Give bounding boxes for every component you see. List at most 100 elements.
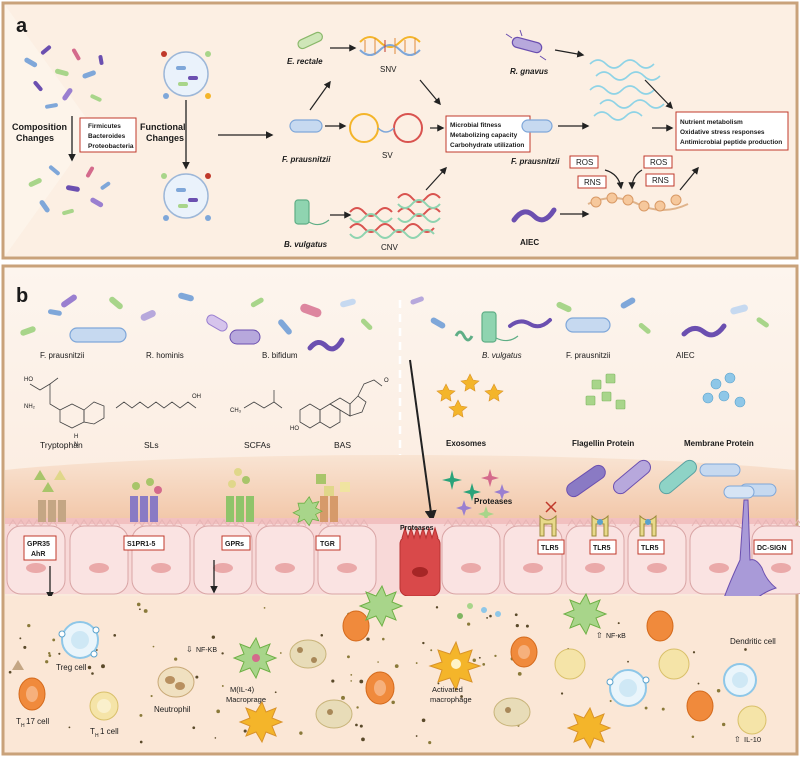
bas-structure [299, 379, 383, 429]
functional-label-2: Changes [146, 133, 184, 143]
scfas-structure [243, 390, 283, 409]
gprs-box [221, 535, 251, 551]
dc-sign-box [753, 539, 793, 555]
cytokine-dot [359, 679, 364, 684]
epithelial-cell [255, 525, 315, 595]
cell-m-il4: M(IL-4) [230, 685, 255, 694]
microvilli [753, 519, 800, 527]
tlr5-receptor-1 [539, 464, 606, 537]
nfkb-up-arrow: ⇧ [596, 631, 603, 640]
chem-label-o: O [384, 378, 389, 384]
epithelial-nucleus [523, 563, 543, 573]
component-flagellin: Flagellin Protein [572, 439, 634, 448]
ros-box-left [569, 155, 599, 169]
cytokine-dot [486, 617, 488, 619]
rns-box-left [577, 175, 607, 189]
m-il4-macrophage [232, 636, 278, 680]
bacteria-cluster-top [24, 45, 104, 109]
epithelial-cell [627, 525, 687, 595]
variation-snv: SNV [380, 65, 397, 74]
proteases-label-lumen: Proteases [474, 497, 513, 506]
cytokine-dot [152, 645, 155, 648]
effect-3: Carbohydrate utilization [450, 142, 524, 149]
sls-structure [115, 401, 197, 409]
cytokine-dot [435, 606, 439, 609]
cytokine-dot [478, 656, 481, 659]
epithelial-nucleus [771, 563, 791, 573]
receptor-gpr35: GPR35 [27, 541, 50, 548]
s1pr-box [123, 535, 165, 551]
panel-b-letter: b [16, 285, 28, 307]
bacteria-right-f-prausnitzii: F. prausnitzii [566, 351, 611, 360]
cell-nfkb-up: NF-κB [606, 633, 626, 640]
receptor-gprs: GPRs [225, 541, 244, 548]
lumen-bacteria-left [20, 292, 373, 352]
protease-stars [442, 469, 510, 522]
metabolite-sls: SLs [144, 440, 159, 450]
b-vulgatus-bacterium [294, 199, 310, 225]
epithelial-nucleus [337, 563, 357, 573]
epithelial-nucleus [585, 563, 605, 573]
membrane-chain [587, 192, 689, 212]
cytokine-dot [377, 661, 379, 663]
cytokine-dot [320, 633, 324, 637]
cell-activated-macrophage: macrophage [430, 695, 472, 704]
rns-box-right [645, 173, 675, 187]
panel-b: b F. prausnitzii R. hominis B. bifidum [1, 264, 800, 756]
cytokine-dot [8, 670, 12, 674]
cytokine-dot [691, 735, 695, 738]
composition-label-2: Changes [16, 133, 54, 143]
e-rectale-bacterium [297, 31, 324, 50]
cell-treg: Treg cell [56, 663, 87, 672]
reactive-ros-right: ROS [650, 158, 667, 167]
cytokine-dot [430, 649, 433, 652]
cytokine-dot [19, 637, 22, 640]
reactive-rns-right: RNS [652, 176, 669, 185]
cytokine-dot [489, 614, 492, 618]
microvilli [133, 519, 183, 527]
cytokine-dot [437, 682, 440, 685]
cytokine-dot [136, 602, 141, 607]
microvilli [319, 519, 369, 527]
cytokine-dot [560, 692, 564, 695]
epithelial-nucleus [26, 563, 46, 573]
cytokine-dot [279, 652, 282, 654]
cytokine-dot [697, 682, 700, 685]
microvilli [505, 519, 555, 527]
microvilli [8, 519, 58, 527]
right-species-aiec: AIEC [520, 238, 539, 247]
cytokine-dot [150, 694, 153, 698]
epithelial-nucleus [89, 563, 109, 573]
membrane-protein-icons [702, 372, 746, 408]
bacteria-left-b-bifidum: B. bifidum [262, 351, 298, 360]
component-exosomes: Exosomes [446, 439, 487, 448]
receptor-s1pr: S1PR1-5 [127, 541, 156, 548]
receptor-tgr: TGR [320, 541, 335, 548]
peptide-strands [589, 59, 665, 121]
cytokine-dot [421, 718, 426, 723]
aiec-bacterium [511, 207, 557, 223]
cytokine-dot [48, 652, 51, 655]
cell-th17-rest: 17 cell [26, 717, 49, 726]
microvilli [691, 519, 741, 527]
cytokine-dot [415, 662, 418, 664]
cell-th1-rest: 1 cell [100, 727, 119, 736]
cytokine-dot [91, 672, 94, 675]
metabolite-scfas: SCFAs [244, 440, 270, 450]
cytokine-dot [382, 637, 385, 641]
cytokine-dot [415, 735, 418, 737]
th17-cell [18, 677, 46, 711]
functional-label-1: Functional [140, 122, 186, 132]
outcome-2: Oxidative stress responses [680, 129, 765, 136]
chem-label-n: N [74, 442, 78, 448]
bacteria-left-f-prausnitzii: F. prausnitzii [40, 351, 85, 360]
epithelial-nucleus [275, 563, 295, 573]
treg-cell [58, 621, 100, 659]
chem-label-oh: OH [192, 394, 201, 400]
cell-th1-main: T [90, 727, 95, 736]
species-f-prausnitzii: F. prausnitzii [282, 155, 331, 164]
panel-a: a Composition Changes Fir [1, 1, 799, 260]
cytokine-dot [482, 663, 486, 666]
reactive-rns-left: RNS [584, 178, 601, 187]
cytokine-dot [113, 634, 117, 637]
